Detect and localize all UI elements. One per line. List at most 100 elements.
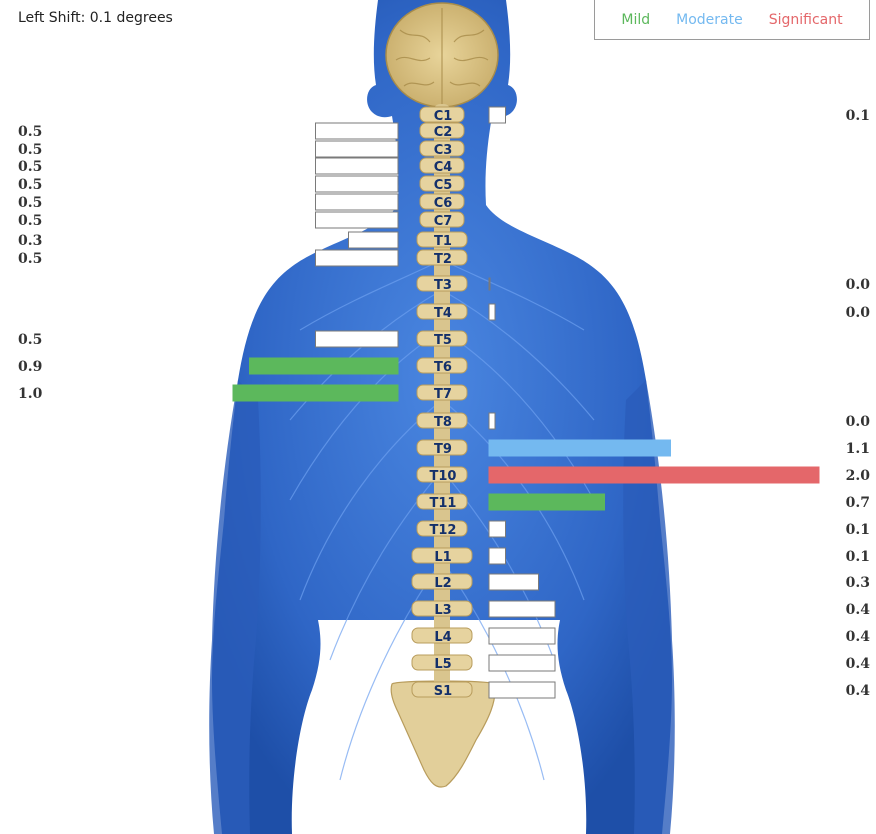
legend-significant: Significant [768,11,843,28]
left-value: 1.0 [18,386,43,402]
vertebra-label: T1 [434,234,452,249]
left-bar-t1 [348,231,399,249]
right-value: 0.0 [846,414,871,430]
left-bar-c2 [315,122,399,140]
right-value: 0.1 [846,522,870,538]
right-value: 0.7 [846,495,870,511]
left-value: 0.3 [18,233,42,249]
vertebra-label: L5 [434,657,451,672]
vertebra-t1 [416,231,468,248]
legend-moderate: Moderate [676,11,743,28]
vertebra-label: L2 [434,576,451,591]
vertebra-label: C6 [434,196,453,211]
vertebra-t3 [416,275,468,292]
left-bar-t7 [232,384,399,402]
right-bar-t11 [488,493,605,511]
vertebra-label: C5 [434,178,453,193]
vertebra-label: T3 [434,278,452,293]
vertebra-c1 [419,106,465,123]
left-bar-c7 [315,211,399,229]
right-bar-l3 [488,600,556,618]
right-value: 0.1 [846,549,870,565]
right-value: 0.1 [846,108,870,124]
vertebra-c4 [419,157,465,174]
vertebra-label: C1 [434,109,453,124]
left-value: 0.5 [18,159,42,175]
left-bar-c5 [315,175,399,193]
right-value: 1.1 [846,441,870,457]
vertebrae [411,104,473,698]
right-bar-t10 [488,466,820,484]
vertebra-label: T2 [434,252,452,267]
vertebra-t11 [416,493,468,510]
vertebra-l2 [411,573,473,590]
right-bar-t4 [488,303,496,321]
left-value: 0.5 [18,195,42,211]
left-arm [209,380,261,834]
right-bar-l2 [488,573,539,591]
left-bar-c3 [315,140,399,158]
vertebra-t5 [416,330,468,347]
left-value: 0.9 [18,359,42,375]
vertebra-label: T6 [434,360,452,375]
right-bar-t8 [488,412,496,430]
vertebra-l4 [411,627,473,644]
right-value: 0.3 [846,575,870,591]
vertebra-t2 [416,249,468,266]
legend-mild: Mild [621,11,651,28]
right-value: 2.0 [846,468,871,484]
vertebra-t7 [416,384,468,401]
vertebra-l1 [411,547,473,564]
severity-legend: Mild Moderate Significant [594,0,870,40]
left-value: 0.5 [18,251,42,267]
right-value: 0.4 [846,602,871,618]
right-bar-t12 [488,520,506,538]
vertebra-label: C3 [434,143,453,158]
left-value: 0.5 [18,213,42,229]
vertebra-label: T12 [430,523,457,538]
vertebra-label: T4 [434,306,452,321]
vertebra-label: T9 [434,442,452,457]
vertebra-c5 [419,175,465,192]
vertebra-t9 [416,439,468,456]
brain-folds [395,8,489,104]
vertebra-label: L3 [434,603,451,618]
right-value: 0.0 [846,277,871,293]
left-bar-c4 [315,157,399,175]
right-bar-t3 [488,277,491,291]
right-bar-c1 [488,106,506,124]
left-bar-c6 [315,193,399,211]
vertebra-label: T11 [430,496,457,511]
vertebra-label: T7 [434,387,452,402]
left-shift-status: Left Shift: 0.1 degrees [18,10,173,26]
left-bar-t6 [249,357,399,375]
right-arm [623,380,675,834]
sacrum [390,680,496,788]
vertebra-label: T5 [434,333,452,348]
left-value: 0.5 [18,142,42,158]
vertebra-t4 [416,303,468,320]
right-value: 0.4 [846,656,871,672]
vertebra-c7 [419,211,465,228]
vertebra-c2 [419,122,465,139]
vertebra-label: T8 [434,415,452,430]
right-bar-l5 [488,654,556,672]
left-bar-t5 [315,330,399,348]
right-value: 0.4 [846,683,871,699]
vertebra-l5 [411,654,473,671]
right-bar-s1 [488,681,556,699]
right-value: 0.4 [846,629,871,645]
vertebra-t10 [416,466,468,483]
vertebra-label: C4 [434,160,453,175]
vertebra-t12 [416,520,468,537]
vertebra-c6 [419,193,465,210]
left-value: 0.5 [18,332,42,348]
right-bar-l4 [488,627,556,645]
vertebra-l3 [411,600,473,617]
left-bar-t2 [315,249,399,267]
right-value: 0.0 [846,305,871,321]
vertebra-t8 [416,412,468,429]
vertebra-label: C2 [434,125,453,140]
